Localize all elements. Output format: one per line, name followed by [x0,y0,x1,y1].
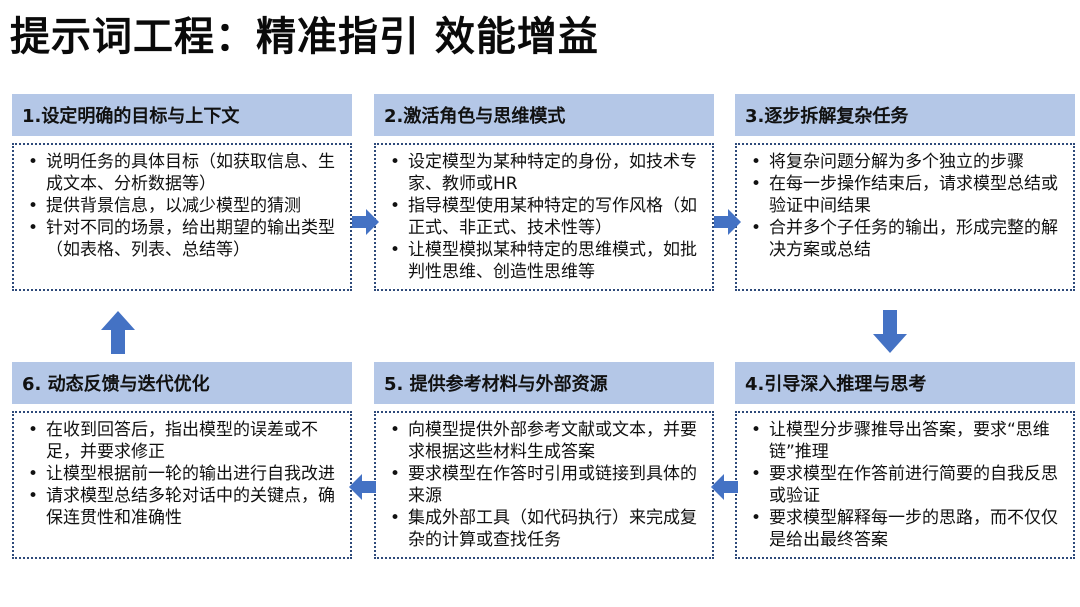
list-item: 在收到回答后，指出模型的误差或不足，并要求修正 [22,419,342,463]
list-item: 向模型提供外部参考文献或文本，并要求根据这些材料生成答案 [384,419,704,463]
step-box-6: 6. 动态反馈与迭代优化 在收到回答后，指出模型的误差或不足，并要求修正 让模型… [12,362,352,559]
step-header-2: 2.激活角色与思维模式 [374,94,714,136]
list-item: 让模型根据前一轮的输出进行自我改进 [22,463,342,485]
step-body-1: 说明任务的具体目标（如获取信息、生成文本、分析数据等） 提供背景信息，以减少模型… [12,143,352,291]
step-body-5: 向模型提供外部参考文献或文本，并要求根据这些材料生成答案 要求模型在作答时引用或… [374,411,714,559]
step-box-4: 4.引导深入推理与思考 让模型分步骤推导出答案，要求“思维链”推理 要求模型在作… [735,362,1075,559]
step-box-1: 1.设定明确的目标与上下文 说明任务的具体目标（如获取信息、生成文本、分析数据等… [12,94,352,291]
step-box-5: 5. 提供参考材料与外部资源 向模型提供外部参考文献或文本，并要求根据这些材料生… [374,362,714,559]
arrow-left-icon [710,473,738,501]
list-item: 合并多个子任务的输出，形成完整的解决方案或总结 [745,217,1065,261]
page-title: 提示词工程：精准指引 效能增益 [10,14,599,60]
list-item: 提供背景信息，以减少模型的猜测 [22,195,342,217]
list-item: 指导模型使用某种特定的写作风格（如正式、非正式、技术性等） [384,195,704,239]
step-body-4: 让模型分步骤推导出答案，要求“思维链”推理 要求模型在作答前进行简要的自我反思或… [735,411,1075,559]
step-header-5: 5. 提供参考材料与外部资源 [374,362,714,404]
list-item: 让模型分步骤推导出答案，要求“思维链”推理 [745,419,1065,463]
step-box-3: 3.逐步拆解复杂任务 将复杂问题分解为多个独立的步骤 在每一步操作结束后，请求模… [735,94,1075,291]
step-header-3: 3.逐步拆解复杂任务 [735,94,1075,136]
list-item: 要求模型在作答时引用或链接到具体的来源 [384,463,704,507]
arrow-right-icon [352,208,380,236]
step-body-3: 将复杂问题分解为多个独立的步骤 在每一步操作结束后，请求模型总结或验证中间结果 … [735,143,1075,291]
arrow-left-icon [348,473,376,501]
list-item: 要求模型解释每一步的思路，而不仅仅是给出最终答案 [745,507,1065,551]
list-item: 请求模型总结多轮对话中的关键点，确保连贯性和准确性 [22,485,342,529]
list-item: 针对不同的场景，给出期望的输出类型（如表格、列表、总结等） [22,217,342,261]
step-body-6: 在收到回答后，指出模型的误差或不足，并要求修正 让模型根据前一轮的输出进行自我改… [12,411,352,559]
arrow-right-icon [714,208,742,236]
arrow-up-icon [100,310,136,354]
step-box-2: 2.激活角色与思维模式 设定模型为某种特定的身份，如技术专家、教师或HR 指导模… [374,94,714,291]
list-item: 说明任务的具体目标（如获取信息、生成文本、分析数据等） [22,151,342,195]
arrow-down-icon [872,310,908,354]
list-item: 将复杂问题分解为多个独立的步骤 [745,151,1065,173]
step-body-2: 设定模型为某种特定的身份，如技术专家、教师或HR 指导模型使用某种特定的写作风格… [374,143,714,291]
list-item: 集成外部工具（如代码执行）来完成复杂的计算或查找任务 [384,507,704,551]
step-header-1: 1.设定明确的目标与上下文 [12,94,352,136]
list-item: 让模型模拟某种特定的思维模式，如批判性思维、创造性思维等 [384,239,704,283]
list-item: 设定模型为某种特定的身份，如技术专家、教师或HR [384,151,704,195]
list-item: 在每一步操作结束后，请求模型总结或验证中间结果 [745,173,1065,217]
list-item: 要求模型在作答前进行简要的自我反思或验证 [745,463,1065,507]
step-header-4: 4.引导深入推理与思考 [735,362,1075,404]
step-header-6: 6. 动态反馈与迭代优化 [12,362,352,404]
